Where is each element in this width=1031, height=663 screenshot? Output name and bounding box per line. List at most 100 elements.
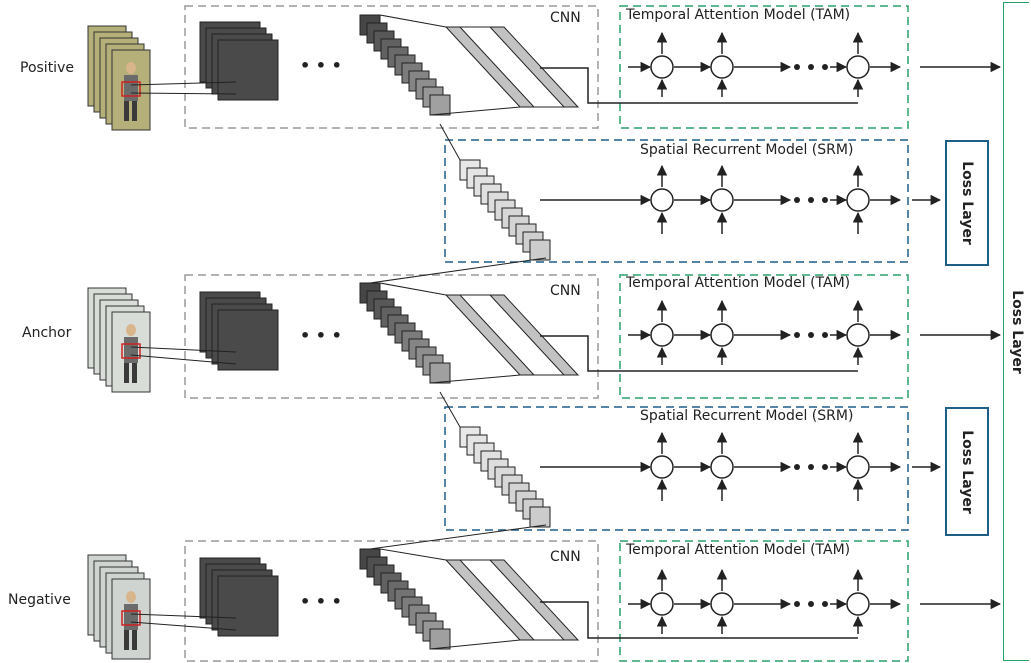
tam-box-positive: [619, 5, 909, 129]
negative-projection-line: [130, 613, 237, 619]
srm-box-upper: [444, 139, 909, 263]
anchor-projection-line: [130, 346, 237, 353]
tam-positive-ellipsis-dot: [822, 64, 828, 70]
cnn-title-anchor: CNN: [550, 283, 581, 299]
loss-layer-box-upper: Loss Layer: [945, 140, 989, 266]
positive-person-leg: [132, 101, 137, 121]
anchor-label: Anchor: [22, 325, 72, 341]
anchor-person-body: [124, 337, 138, 363]
positive-projection-line: [130, 92, 237, 95]
negative-label: Negative: [8, 592, 71, 608]
tam-negative-ellipsis-dot: [808, 601, 814, 607]
cnn-ellipsis-positive: • • •: [300, 56, 342, 75]
positive-fc-layer: [444, 26, 536, 108]
srm-upper-node: [846, 188, 870, 212]
negative-attention-box: [121, 610, 141, 626]
srm-upper-feature-map: [529, 239, 551, 261]
positive-fc-layer: [488, 26, 580, 108]
srm-lower-node: [650, 455, 674, 479]
negative-fc-layer: [488, 559, 580, 641]
srm-upper-node: [710, 188, 734, 212]
srm-title-upper: Spatial Recurrent Model (SRM): [640, 142, 854, 158]
positive-feature-map: [217, 39, 279, 101]
anchor-person-leg: [124, 363, 129, 383]
tam-negative-node: [846, 592, 870, 616]
srm-title-lower: Spatial Recurrent Model (SRM): [640, 408, 854, 424]
positive-conv-map: [429, 94, 451, 116]
cnn-ellipsis-negative: • • •: [300, 592, 342, 611]
srm-upper-ellipsis-dot: [822, 197, 828, 203]
tam-anchor-node: [650, 323, 674, 347]
tam-positive-ellipsis-dot: [808, 64, 814, 70]
srm-box-lower: [444, 406, 909, 531]
tam-negative-node: [650, 592, 674, 616]
srm-lower-to-negative-line: [369, 524, 547, 550]
tam-positive-ellipsis-dot: [794, 64, 800, 70]
positive-to-srm-line: [439, 123, 461, 161]
cnn-box-negative: [184, 540, 599, 662]
srm-upper-ellipsis-dot: [808, 197, 814, 203]
negative-person-head: [126, 591, 136, 603]
loss-layer-label-main: Loss Layer: [1008, 289, 1025, 374]
tam-negative-ellipsis-dot: [822, 601, 828, 607]
anchor-attention-box: [121, 343, 141, 359]
negative-feed-line: [540, 601, 858, 639]
loss-layer-label-lower: Loss Layer: [959, 429, 976, 514]
anchor-person-head: [126, 324, 136, 336]
anchor-conv-map: [429, 362, 451, 384]
positive-feed-line: [540, 67, 858, 104]
srm-lower-ellipsis-dot: [794, 464, 800, 470]
anchor-projection-line: [130, 354, 237, 365]
srm-upper-ellipsis-dot: [794, 197, 800, 203]
tam-negative-node: [710, 592, 734, 616]
anchor-to-srm-line: [439, 391, 461, 428]
anchor-feed-line: [540, 335, 858, 372]
tam-anchor-ellipsis-dot: [794, 332, 800, 338]
positive-to-fc-line: [379, 14, 447, 28]
tam-anchor-node: [846, 323, 870, 347]
anchor-fc-layer: [488, 294, 580, 376]
loss-layer-box-lower: Loss Layer: [945, 407, 989, 536]
negative-to-fc-line: [379, 548, 447, 561]
positive-to-fc-line: [429, 106, 521, 116]
negative-projection-line: [130, 621, 237, 631]
anchor-feature-map: [217, 309, 279, 371]
anchor-fc-layer: [444, 294, 536, 376]
tam-negative-ellipsis-dot: [794, 601, 800, 607]
srm-lower-feature-map: [529, 506, 551, 528]
anchor-to-fc-line: [429, 374, 521, 384]
tam-title-positive: Temporal Attention Model (TAM): [626, 7, 851, 23]
positive-person-leg: [124, 101, 129, 121]
srm-lower-ellipsis-dot: [822, 464, 828, 470]
tam-anchor-node: [710, 323, 734, 347]
srm-lower-node: [846, 455, 870, 479]
cnn-box-positive: [184, 5, 599, 129]
tam-positive-node: [710, 55, 734, 79]
cnn-ellipsis-anchor: • • •: [300, 326, 342, 345]
srm-upper-to-anchor-line: [369, 257, 547, 284]
negative-person-leg: [124, 630, 129, 650]
tam-positive-node: [650, 55, 674, 79]
positive-person-head: [126, 62, 136, 74]
loss-layer-label-upper: Loss Layer: [959, 161, 976, 245]
anchor-to-fc-line: [379, 282, 447, 296]
tam-box-negative: [619, 540, 909, 662]
negative-to-fc-line: [429, 639, 521, 650]
positive-attention-box: [121, 81, 141, 97]
cnn-title-negative: CNN: [550, 549, 581, 565]
srm-lower-node: [710, 455, 734, 479]
anchor-person-leg: [132, 363, 137, 383]
cnn-box-anchor: [184, 274, 599, 399]
tam-anchor-ellipsis-dot: [808, 332, 814, 338]
negative-person-body: [124, 604, 138, 630]
positive-person-body: [124, 75, 138, 101]
srm-upper-node: [650, 188, 674, 212]
negative-fc-layer: [444, 559, 536, 641]
srm-lower-ellipsis-dot: [808, 464, 814, 470]
positive-label: Positive: [20, 60, 74, 76]
tam-positive-node: [846, 55, 870, 79]
negative-conv-map: [429, 628, 451, 650]
tam-box-anchor: [619, 274, 909, 399]
tam-anchor-ellipsis-dot: [822, 332, 828, 338]
